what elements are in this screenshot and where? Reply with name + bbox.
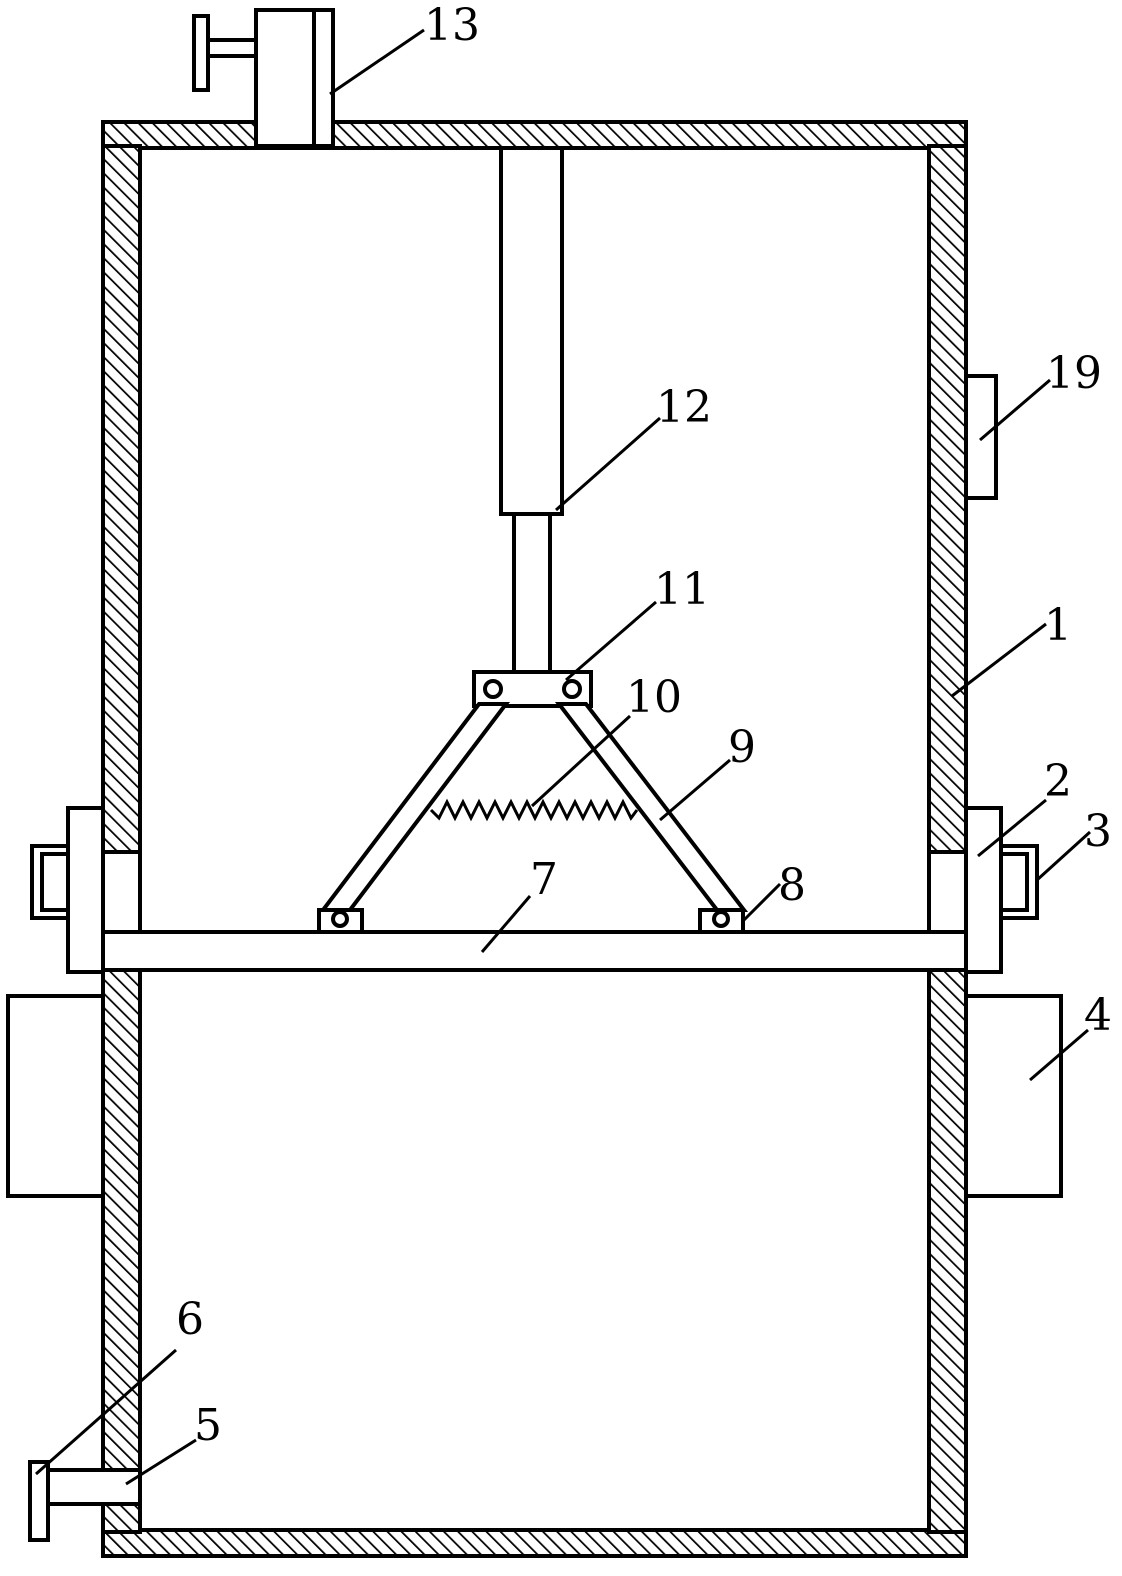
callout-5: 5 xyxy=(194,1400,222,1451)
right-slide-assembly xyxy=(927,806,1039,974)
left-screw-inner xyxy=(40,852,70,912)
callout-9: 9 xyxy=(728,722,756,773)
leader-lines xyxy=(35,28,1092,1486)
left-slide-assembly xyxy=(30,806,142,974)
piston-rod xyxy=(512,512,552,676)
right-screw-inner xyxy=(999,852,1029,912)
callout-1: 1 xyxy=(1044,600,1072,651)
hinge-seats xyxy=(317,908,745,934)
callout-10: 10 xyxy=(626,672,682,723)
callout-4: 4 xyxy=(1084,990,1112,1041)
drain-pipe xyxy=(46,1468,142,1506)
left-hinge-seat xyxy=(317,908,364,934)
right-slot-insert xyxy=(927,850,968,934)
left-arm xyxy=(318,702,511,912)
spring xyxy=(429,798,639,822)
valve-handle-knob xyxy=(192,14,210,92)
housing-right-wall-lower xyxy=(927,930,968,1534)
vent-pipe xyxy=(254,8,335,148)
callout-12: 12 xyxy=(656,382,712,433)
right-slide-block xyxy=(964,806,1003,974)
vent-pipe-valve xyxy=(192,8,335,148)
callout-2: 2 xyxy=(1044,756,1072,807)
connecting-block xyxy=(472,670,593,708)
drain-valve xyxy=(28,1460,50,1542)
leader-19 xyxy=(979,378,1051,442)
leader-11 xyxy=(565,600,657,682)
housing xyxy=(101,120,968,1558)
left-side-box xyxy=(6,994,105,1198)
callout-7: 7 xyxy=(530,854,558,905)
housing-bottom-wall xyxy=(101,1528,968,1558)
drain-pipe-assembly xyxy=(28,1460,142,1542)
leader-3 xyxy=(1035,830,1092,882)
callout-3: 3 xyxy=(1084,806,1112,857)
cylinder-barrel xyxy=(499,146,564,516)
leader-12 xyxy=(555,416,661,512)
leader-1 xyxy=(951,622,1047,698)
leader-8 xyxy=(742,882,782,922)
valve-handle-stem xyxy=(204,38,258,58)
housing-right-wall-upper xyxy=(927,144,968,854)
press-plate xyxy=(101,930,968,972)
housing-left-wall-upper xyxy=(101,144,142,854)
right-hinge-seat xyxy=(698,908,745,934)
housing-top-wall-right xyxy=(331,120,968,150)
callout-11: 11 xyxy=(654,564,710,615)
leader-13 xyxy=(329,28,425,96)
callout-6: 6 xyxy=(176,1294,204,1345)
hydraulic-cylinder xyxy=(499,146,564,676)
callout-8: 8 xyxy=(778,860,806,911)
leader-9 xyxy=(659,758,731,822)
right-side-box xyxy=(964,994,1063,1198)
left-slot-insert xyxy=(101,850,142,934)
leader-5 xyxy=(125,1438,197,1486)
side-panel xyxy=(964,374,998,500)
housing-left-wall-lower xyxy=(101,930,142,1534)
right-arm xyxy=(554,702,749,912)
callout-13: 13 xyxy=(424,0,480,51)
leader-6 xyxy=(35,1348,177,1476)
leader-2 xyxy=(977,798,1047,858)
leader-10 xyxy=(530,714,632,808)
callout-labels: 13 12 11 10 9 8 7 1 2 3 19 4 6 5 xyxy=(176,0,1112,1451)
callout-19: 19 xyxy=(1046,348,1102,399)
left-slide-block xyxy=(66,806,105,974)
leader-7 xyxy=(480,895,532,953)
leader-4 xyxy=(1029,1028,1089,1082)
